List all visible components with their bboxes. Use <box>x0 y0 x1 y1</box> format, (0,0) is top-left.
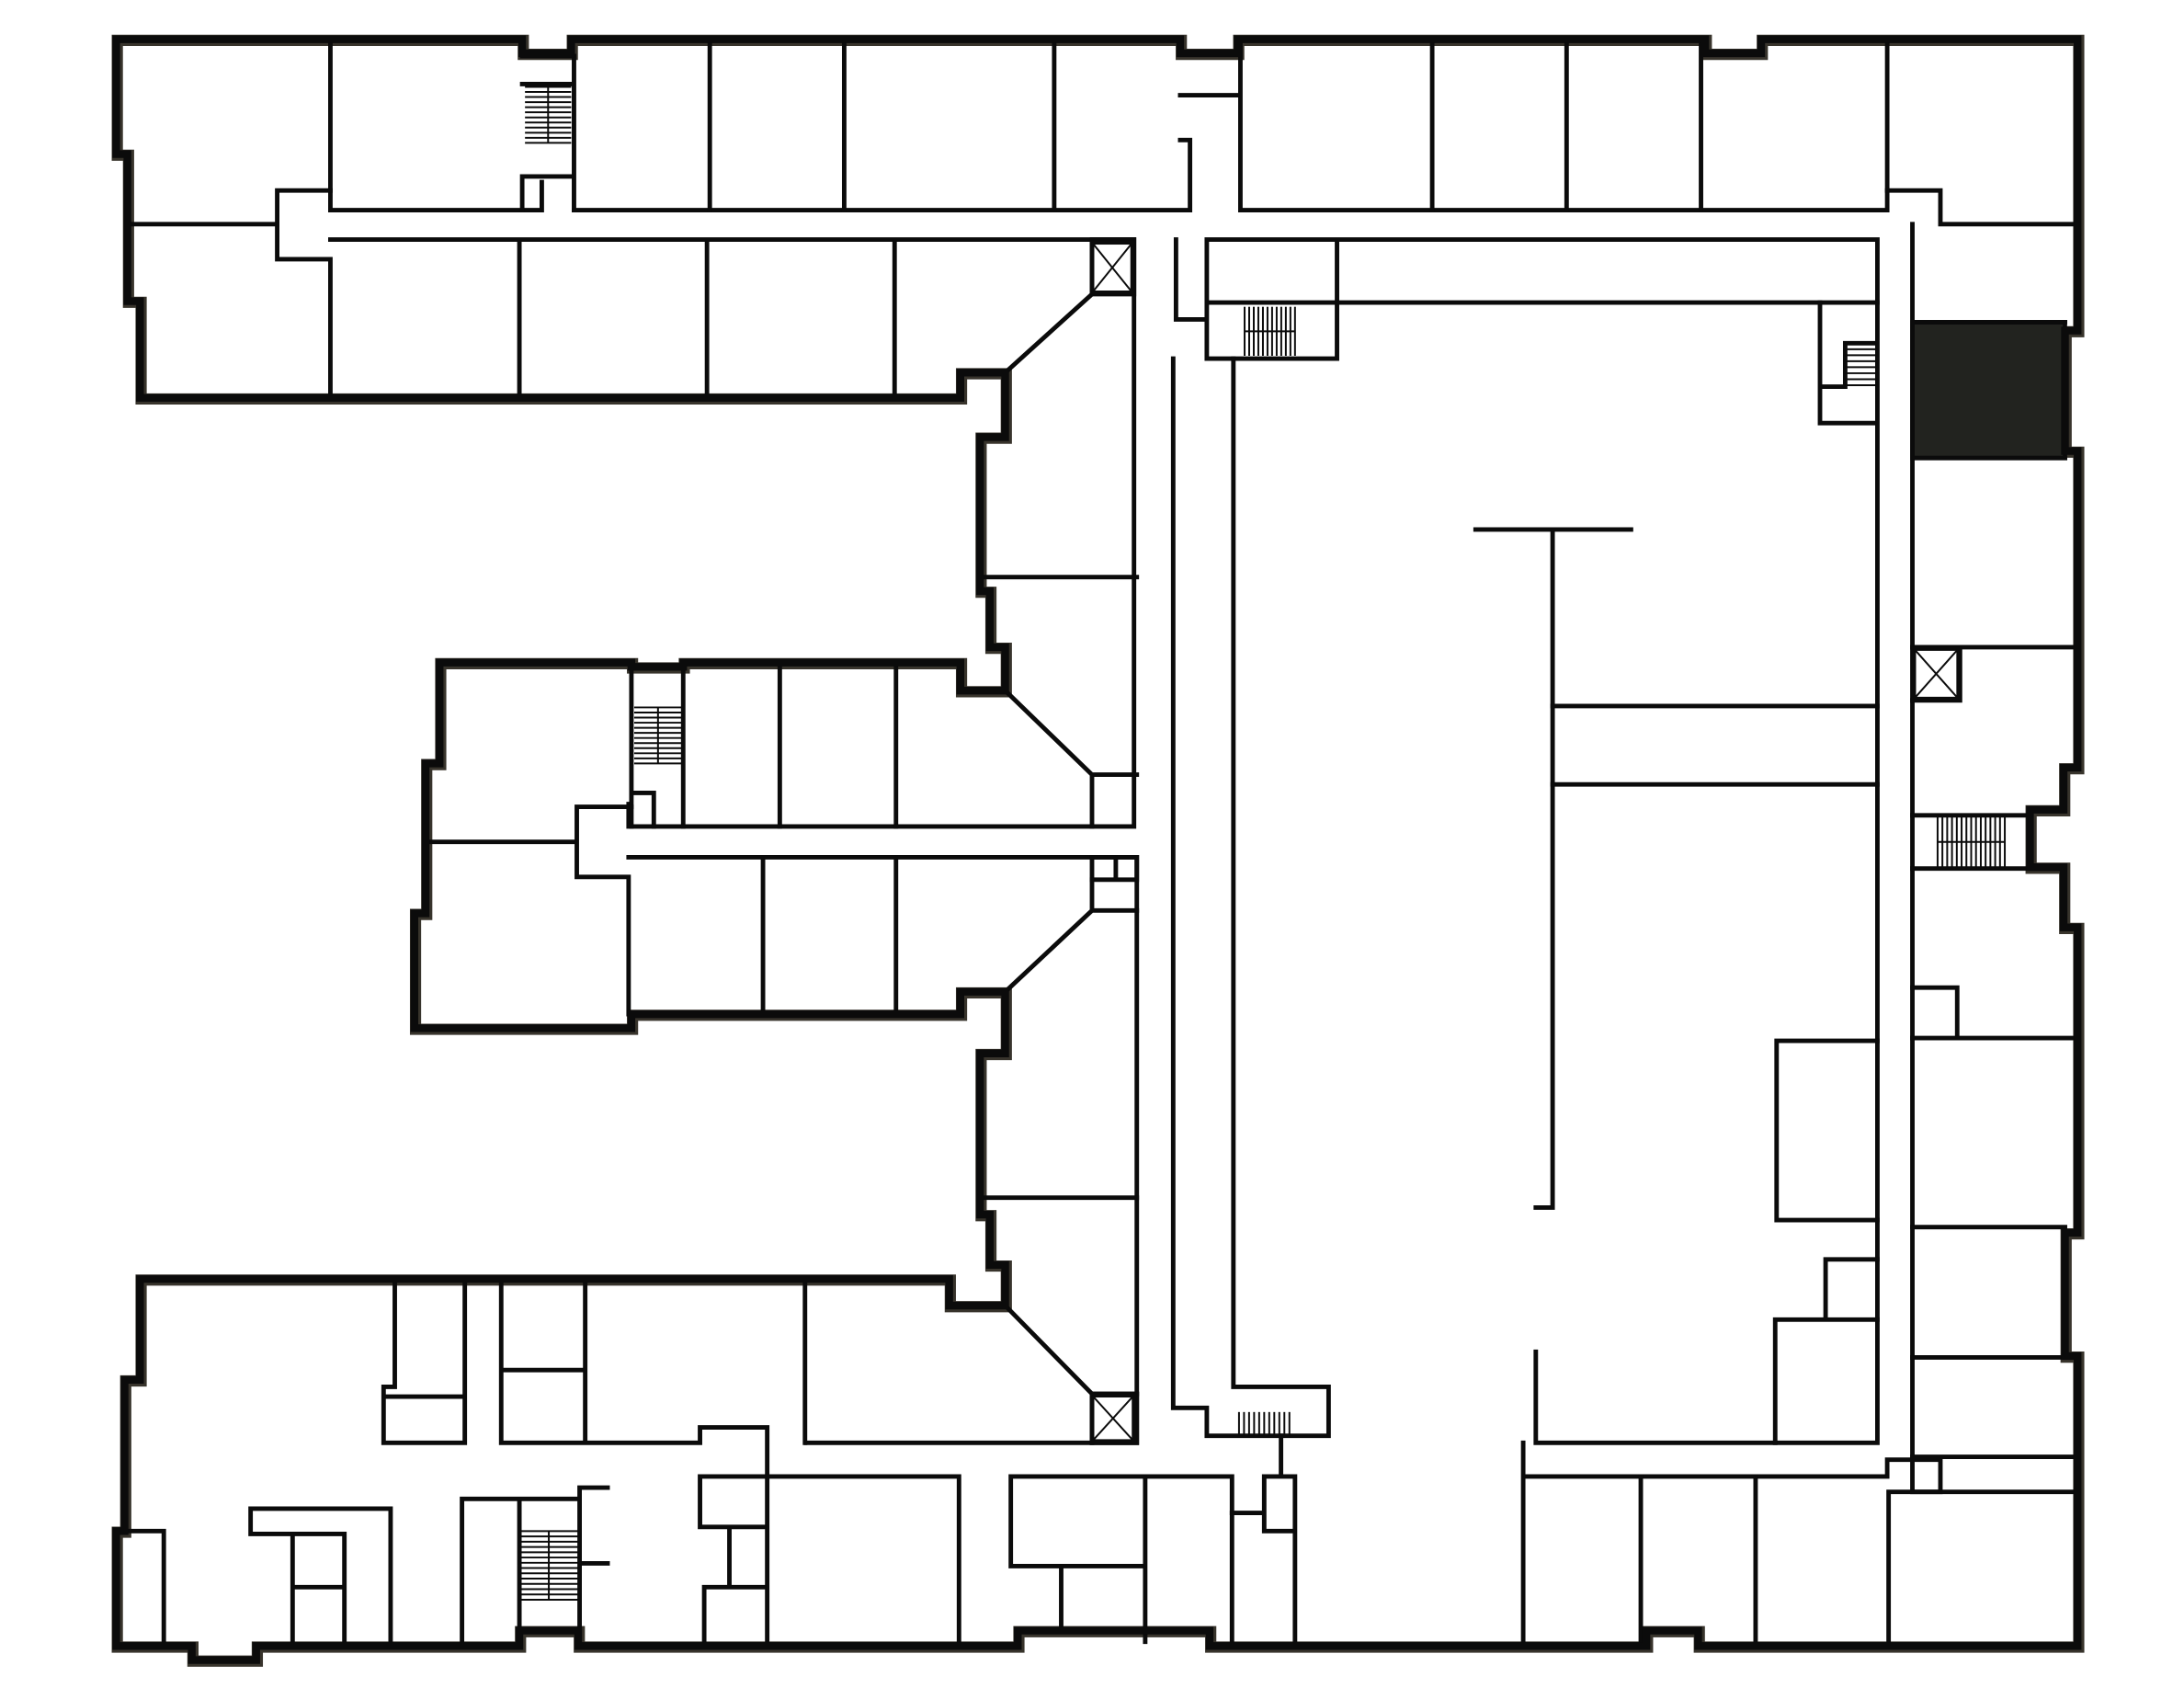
interior-wall <box>117 1528 166 1645</box>
elevator-icon <box>1089 1393 1137 1444</box>
interior-wall <box>328 40 544 212</box>
interior-wall <box>1002 877 1140 996</box>
interior-wall <box>1910 1225 2075 1360</box>
interior-wall <box>1089 1391 1140 1445</box>
stairs <box>519 86 2007 1602</box>
stairs-icon <box>519 1530 579 1602</box>
elevators <box>1089 240 1962 1444</box>
interior-wall <box>1473 527 1633 1210</box>
exterior-wall-outline <box>112 35 2082 1664</box>
stairs-icon <box>1244 306 1296 357</box>
interior-wall <box>1177 40 1890 212</box>
interior-wall <box>328 237 1137 829</box>
interior-wall <box>381 1276 468 1445</box>
elevator-icon <box>1911 646 1962 701</box>
exterior-wall-outline-shadow <box>111 34 2085 1667</box>
interior-wall <box>423 804 634 1017</box>
elevator-icon <box>1089 240 1135 295</box>
interior-wall <box>626 855 1140 1445</box>
interior-wall <box>460 1485 610 1645</box>
interior-wall <box>1910 985 2075 1041</box>
interior-walls <box>117 40 2080 1648</box>
interior-wall <box>1520 1440 1943 1648</box>
stairs-icon <box>633 706 682 765</box>
stairs-icon <box>1845 342 1876 386</box>
interior-wall <box>1429 40 1703 212</box>
interior-wall <box>125 188 333 401</box>
interior-wall <box>1550 703 1880 787</box>
interior-wall <box>1170 356 1331 1439</box>
interior-wall <box>1884 188 2080 227</box>
interior-wall <box>1229 1433 1298 1645</box>
stairs-icon <box>1237 1411 1291 1435</box>
interior-wall <box>698 1474 961 1645</box>
interior-wall <box>1772 1257 1880 1445</box>
interior-wall <box>680 664 899 829</box>
interior-wall <box>1089 855 1140 883</box>
stairs-icon <box>525 86 572 144</box>
interior-wall <box>707 40 1057 212</box>
interior-wall <box>572 137 1193 212</box>
interior-wall <box>1008 1474 1234 1645</box>
interior-wall <box>498 1276 770 1479</box>
exterior-wall-shadow <box>111 34 2085 1667</box>
interior-wall <box>1173 237 1880 361</box>
interior-wall <box>1002 291 1096 376</box>
interior-wall <box>1002 687 1140 829</box>
interior-wall <box>1638 1474 2080 1648</box>
highlighted-unit[interactable] <box>1910 320 2067 461</box>
interior-wall <box>629 664 656 829</box>
interior-wall <box>519 81 574 212</box>
interior-wall <box>248 1506 393 1645</box>
stairs-icon <box>1936 815 2007 869</box>
exterior-wall <box>112 35 2082 1664</box>
interior-wall <box>1910 222 2075 1460</box>
interior-wall <box>1774 1038 1880 1223</box>
selected-unit[interactable] <box>1910 320 2067 461</box>
